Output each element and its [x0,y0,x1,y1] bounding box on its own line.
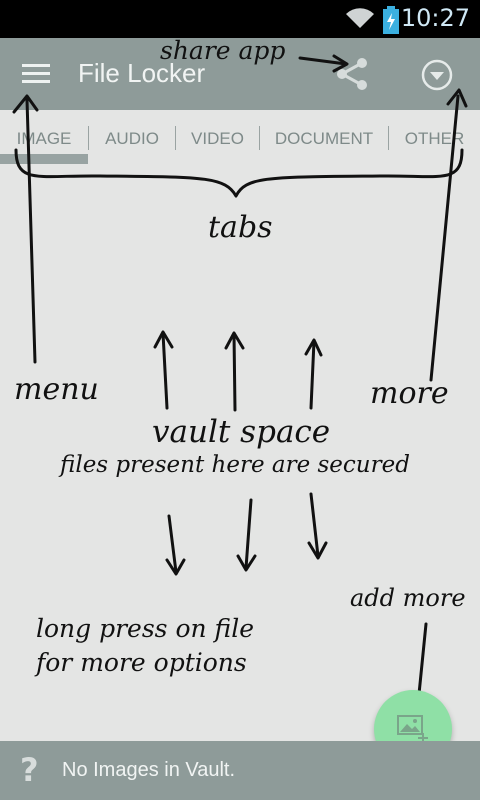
app-bar: File Locker [0,38,480,110]
annotation-long-press-line1: long press on file [36,614,255,643]
tab-other[interactable]: OTHER [404,129,465,148]
tab-divider [388,126,389,150]
tab-audio[interactable]: AUDIO [105,129,159,148]
tab-selected-indicator [0,154,88,164]
annotation-menu: menu [14,372,99,407]
help-icon[interactable]: ? [20,751,39,789]
empty-vault-message: No Images in Vault. [62,759,236,781]
annotation-long-press-line2: for more options [36,648,247,677]
tab-divider [88,126,89,150]
annotation-add-more: add more [350,584,466,612]
wifi-icon [346,8,374,28]
annotation-files-secured: files present here are secured [60,452,410,478]
battery-icon [383,6,399,34]
annotation-tabs: tabs [208,210,273,245]
menu-icon[interactable] [20,62,52,86]
tab-video[interactable]: VIDEO [191,129,244,148]
annotation-vault-space: vault space [152,414,331,450]
share-icon[interactable] [332,56,372,92]
add-image-icon [397,715,428,743]
annotation-more: more [370,376,449,411]
tab-divider [175,126,176,150]
tab-document[interactable]: DOCUMENT [274,129,374,148]
overflow-dropdown-icon[interactable] [420,58,454,92]
tab-divider [259,126,260,150]
annotation-share-app: share app [160,36,286,65]
bottom-status-bar: ? No Images in Vault. [0,741,480,800]
status-bar: 10:27 [0,0,480,38]
app-title: File Locker [78,58,206,88]
status-time: 10:27 [400,4,470,32]
